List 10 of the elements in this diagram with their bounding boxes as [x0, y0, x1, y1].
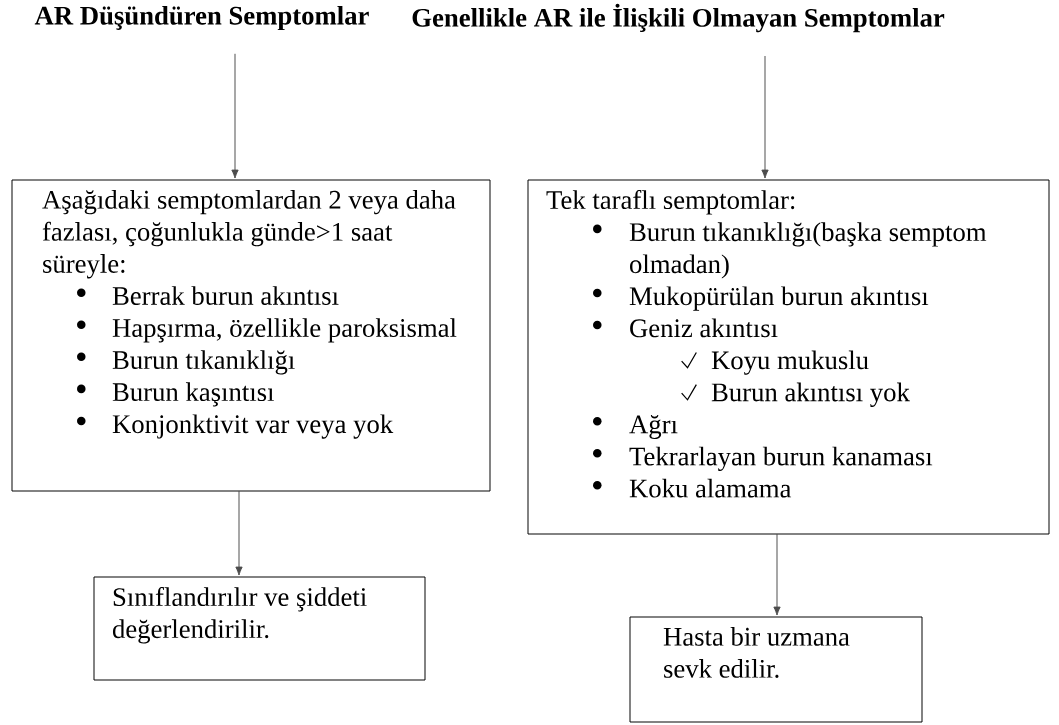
heading: AR Düşündüren Semptomlar	[34, 5, 369, 31]
arrow	[231, 53, 239, 179]
process-box: Aşağıdaki semptomlardan 2 veya daha fazlası, çoğunlukla günde>1 saat süreyle: Berrak burun akıntısı Hapşırma, özellikle paroksismal Burun tıkanıklığı Burun kaşıntısı Konjonktivit var veya yok	[11, 179, 491, 492]
arrow	[773, 533, 781, 616]
arrow	[761, 55, 769, 179]
process-box: Hasta bir uzmana sevk edilir.	[629, 616, 923, 723]
process-box: Sınıflandırılır ve şiddeti değerlendirilir.	[93, 576, 426, 681]
process-box: Tek taraflı semptomlar: Burun tıkanıklığı(başka semptom olmadan) Mukopürülan burun akıntısı Geniz akıntısı Koyu mukuslu Burun akıntısı yok Ağrı Tekrarlayan burun kanaması Koku alamama	[527, 179, 1050, 535]
heading: Genellikle AR ile İlişkili Olmayan Semptomlar	[412, 3, 945, 33]
arrow	[235, 490, 243, 576]
